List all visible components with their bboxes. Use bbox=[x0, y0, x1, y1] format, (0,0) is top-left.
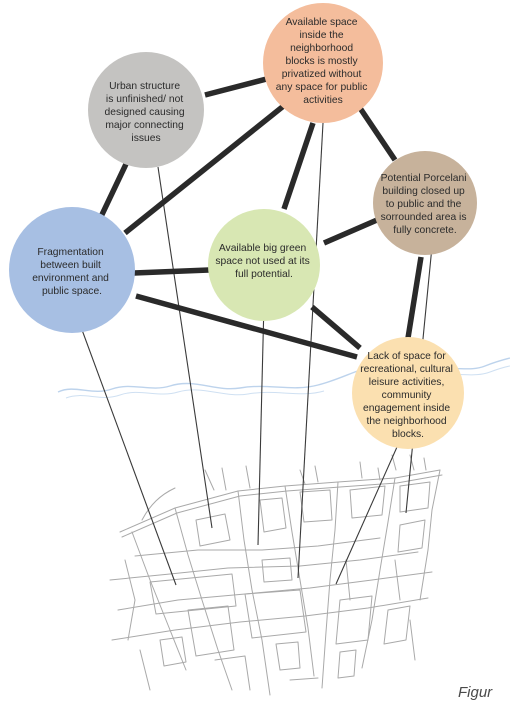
figure-caption: Figur bbox=[458, 684, 493, 701]
bubble-porcelani: Potential Porcelani building closed up t… bbox=[373, 151, 477, 255]
bubble-circle bbox=[208, 209, 320, 321]
bubble-available-space: Available space inside the neighborhood … bbox=[263, 3, 383, 123]
bubble-lack-of-space: Lack of space for recreational, cultural… bbox=[352, 337, 464, 449]
bubble-circle bbox=[373, 151, 477, 255]
bubble-text: Available big green space not used at it… bbox=[215, 243, 312, 280]
bubble-circle bbox=[88, 52, 204, 168]
bubble-green-space: Available big green space not used at it… bbox=[208, 209, 320, 321]
bubble-fragmentation: Fragmentation between built environment … bbox=[9, 207, 135, 333]
bubble-text: Urban structure is unfinished/ not desig… bbox=[104, 81, 187, 144]
street-map bbox=[109, 454, 443, 696]
connectors bbox=[95, 72, 424, 360]
bubble-text: Potential Porcelani building closed up t… bbox=[381, 173, 470, 236]
bubble-circle bbox=[263, 3, 383, 123]
bubble-circle bbox=[9, 207, 135, 333]
bubble-text: Lack of space for recreational, cultural… bbox=[360, 351, 456, 440]
bubble-circle bbox=[352, 337, 464, 449]
bubble-text: Available space inside the neighborhood … bbox=[276, 17, 370, 106]
bubble-urban-structure: Urban structure is unfinished/ not desig… bbox=[88, 52, 204, 168]
bubble-text: Fragmentation between built environment … bbox=[32, 247, 112, 297]
